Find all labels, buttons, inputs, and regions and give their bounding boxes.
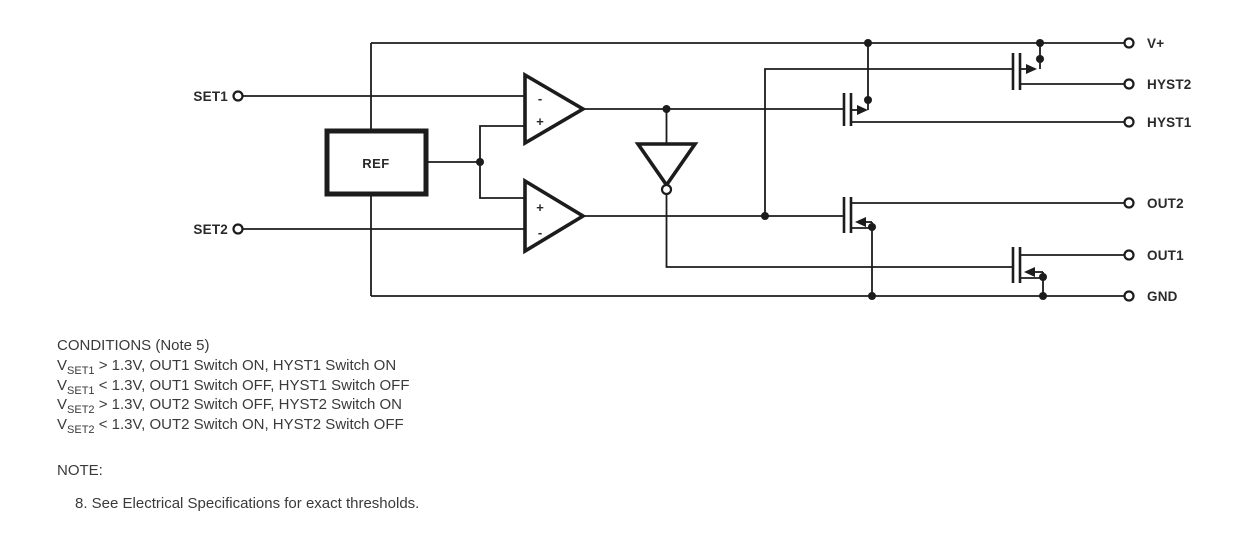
mosfet-out1-switch: [1011, 247, 1043, 283]
wire-ref-to-comparator-inputs: [479, 125, 525, 199]
terminal-hyst1: [1123, 116, 1135, 128]
condition-subscript: SET1: [67, 365, 95, 378]
condition-row: VSET2 > 1.3V, OUT2 Switch OFF, HYST2 Swi…: [57, 395, 677, 417]
comparator1-minus-sign: -: [538, 91, 542, 106]
pin-terminals: [232, 37, 1135, 302]
pin-label-hyst1: HYST1: [1147, 115, 1192, 130]
mosfet-out2-switch: [842, 197, 872, 233]
inverter-bubble: [660, 183, 673, 196]
condition-text: > 1.3V, OUT1 Switch ON, HYST1 Switch ON: [94, 357, 397, 375]
mosfet-hyst1-switch: [842, 93, 868, 126]
mosfet-hyst2-switch: [1011, 53, 1037, 90]
pin-label-hyst2: HYST2: [1147, 77, 1192, 92]
condition-subscript: SET2: [67, 423, 95, 436]
terminal-out2: [1123, 197, 1135, 209]
terminal-vplus: [1123, 37, 1135, 49]
block-diagram: REF - + + -: [193, 36, 1191, 304]
junction-dot: [868, 223, 876, 231]
wire-inverter-output: [665, 194, 1013, 268]
condition-var: V: [57, 357, 68, 375]
comparator1-body: [523, 71, 587, 147]
terminal-out1: [1123, 249, 1135, 261]
condition-text: < 1.3V, OUT2 Switch ON, HYST2 Switch OFF: [94, 415, 404, 433]
condition-text: > 1.3V, OUT2 Switch OFF, HYST2 Switch ON: [94, 396, 402, 414]
condition-var: V: [57, 396, 68, 414]
junction-dot: [476, 158, 484, 166]
junction-dots: [476, 39, 1047, 300]
inverter: [634, 142, 699, 196]
junction-dot: [1036, 39, 1044, 47]
junction-dot: [864, 39, 872, 47]
note-heading: NOTE:: [57, 462, 103, 480]
comparator2: + -: [523, 177, 587, 255]
comparator2-minus-sign: -: [538, 225, 542, 240]
terminal-hyst2: [1123, 78, 1135, 90]
inverter-body: [634, 142, 699, 189]
conditions-title: CONDITIONS (Note 5): [57, 337, 210, 354]
pin-label-set1: SET1: [193, 89, 228, 104]
mosfet-hyst2-arrow-icon: [1026, 64, 1037, 74]
conditions-block: CONDITIONS (Note 5) VSET1 > 1.3V, OUT1 S…: [57, 336, 677, 514]
wire-comp2-to-hyst2-gate: [764, 68, 1013, 216]
condition-row: VSET2 < 1.3V, OUT2 Switch ON, HYST2 Swit…: [57, 415, 677, 436]
comparator2-body: [523, 177, 587, 255]
condition-var: V: [57, 415, 68, 433]
pin-label-out1: OUT1: [1147, 248, 1184, 263]
condition-subscript: SET2: [67, 404, 95, 417]
conditions-rows: VSET1 > 1.3V, OUT1 Switch ON, HYST1 Swit…: [57, 356, 677, 436]
comparator2-plus-sign: +: [536, 200, 544, 215]
condition-row: VSET1 < 1.3V, OUT1 Switch OFF, HYST1 Swi…: [57, 376, 677, 397]
pin-labels: SET1 SET2 V+ HYST2 HYST1 OUT2 OUT1 GND: [193, 36, 1191, 304]
mosfet-hyst1-arrow-icon: [857, 105, 868, 115]
wire-out2-source: [851, 222, 873, 296]
terminal-gnd: [1123, 290, 1135, 302]
ref-block: REF: [324, 128, 429, 197]
mosfet-out1-arrow-icon: [1024, 267, 1035, 277]
comparator1: - +: [523, 71, 587, 147]
junction-dot: [1039, 273, 1047, 281]
condition-var: V: [57, 376, 68, 394]
note-item: 8. See Electrical Specifications for exa…: [75, 495, 420, 513]
condition-text: < 1.3V, OUT1 Switch OFF, HYST1 Switch OF…: [94, 376, 410, 394]
condition-subscript: SET1: [67, 384, 95, 397]
junction-dot: [868, 292, 876, 300]
junction-dot: [1039, 292, 1047, 300]
condition-row: VSET1 > 1.3V, OUT1 Switch ON, HYST1 Swit…: [57, 356, 677, 378]
junction-dot: [761, 212, 769, 220]
junction-dot: [1036, 55, 1044, 63]
pin-label-set2: SET2: [193, 222, 228, 237]
comparator1-plus-sign: +: [536, 114, 544, 129]
mosfet-out2-arrow-icon: [855, 217, 866, 227]
junction-dot: [662, 105, 671, 113]
ref-box: [324, 128, 429, 197]
pin-label-vplus: V+: [1147, 36, 1164, 51]
terminal-set1: [232, 90, 244, 102]
terminal-set2: [232, 223, 244, 235]
junction-dot: [864, 96, 872, 104]
ref-block-label: REF: [362, 156, 390, 171]
pin-label-gnd: GND: [1147, 289, 1178, 304]
pin-label-out2: OUT2: [1147, 196, 1184, 211]
